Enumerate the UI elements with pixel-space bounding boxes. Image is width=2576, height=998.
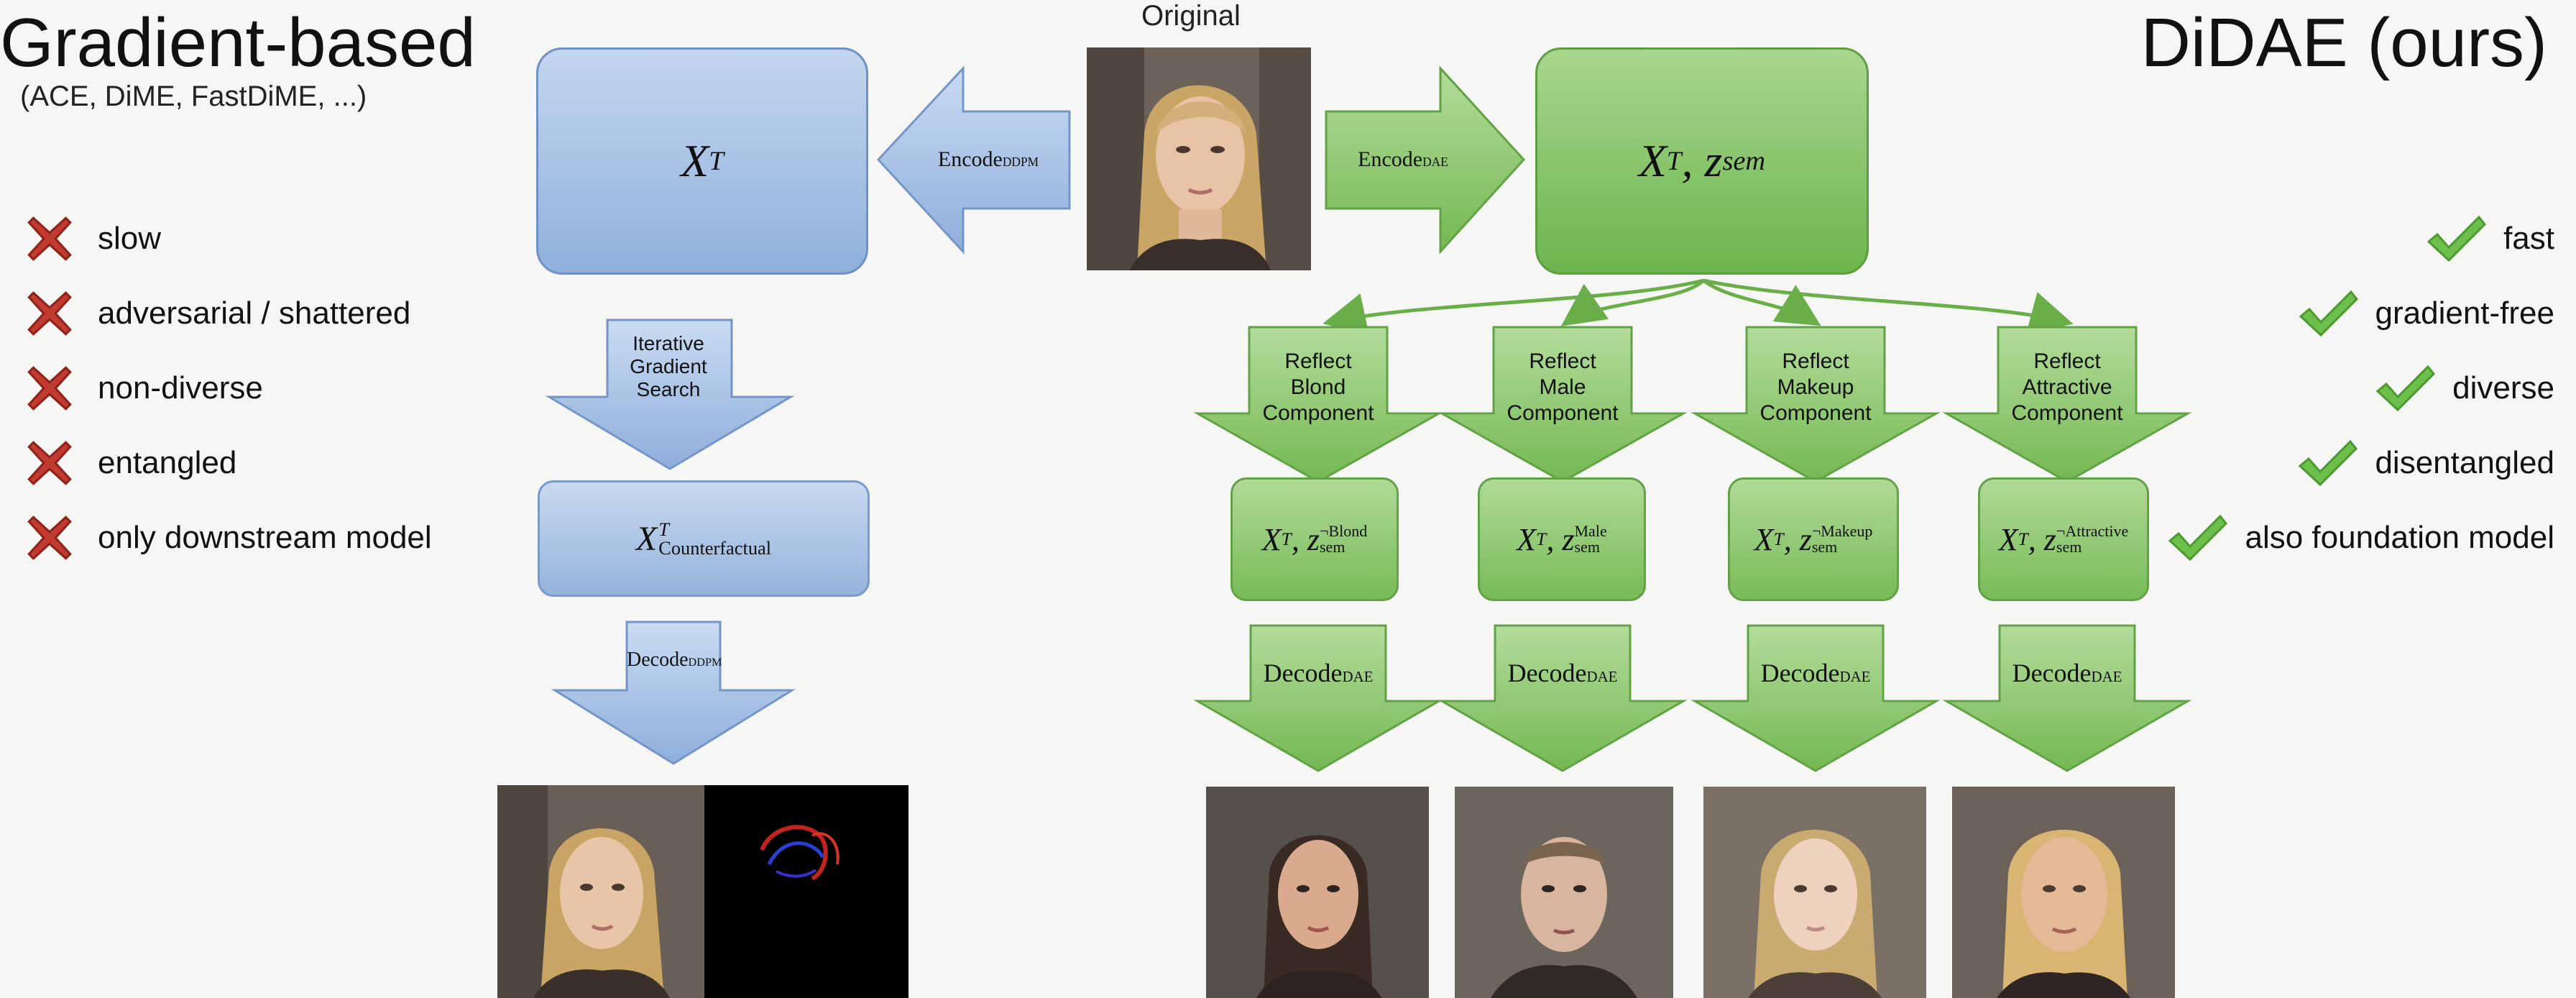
decode-arrow-1 (1193, 624, 1443, 772)
decode-dae-label-3: DecodeDAE (1760, 659, 1871, 687)
reflect-label-male: Reflect Male Component (1506, 349, 1619, 425)
con-item: only downstream model (20, 500, 432, 575)
pro-label: also foundation model (2245, 520, 2554, 555)
left-title: Gradient-based (0, 4, 476, 81)
reflect-arrow-blond (1193, 326, 1443, 483)
pro-item: also foundation model (2164, 500, 2554, 575)
con-label: non-diverse (98, 370, 263, 406)
gradient-search-label: Iterative Gradient Search (630, 332, 707, 400)
pro-label: disentangled (2375, 445, 2554, 480)
decode-dae-label-4: DecodeDAE (2012, 659, 2122, 687)
reflect-arrow-makeup (1690, 326, 1941, 483)
encode-ddpm-arrow (876, 65, 1071, 255)
right-title: DiDAE (ours) (2140, 4, 2547, 81)
check-icon (2299, 290, 2358, 337)
pro-item: disentangled (2164, 426, 2554, 500)
con-item: non-diverse (20, 351, 432, 426)
encode-dae-arrow (1325, 65, 1526, 255)
check-icon (2168, 514, 2228, 562)
con-label: entangled (98, 445, 237, 480)
reflect-arrow-male (1438, 326, 1688, 483)
original-photo (1087, 47, 1311, 270)
branch-connectors (1322, 278, 2074, 336)
output-photo-not-attractive (1952, 787, 2175, 998)
cross-icon (27, 216, 72, 261)
decode-dae-label-2: DecodeDAE (1507, 659, 1618, 687)
latent-z-sub: sem (1722, 146, 1766, 176)
con-label: only downstream model (98, 520, 432, 555)
decode-arrow-2 (1438, 624, 1688, 772)
latent-t: T (1666, 146, 1682, 176)
reflect-label-attractive: Reflect Attractive Component (2011, 349, 2123, 425)
con-item: adversarial / shattered (20, 276, 432, 351)
con-item: entangled (20, 426, 432, 500)
check-icon (2375, 365, 2436, 412)
original-label: Original (1141, 0, 1241, 32)
check-icon (2426, 215, 2487, 262)
encode-dae-label: EncodeDAE (1358, 147, 1448, 171)
counterfactual-photo (497, 785, 704, 998)
latent-x: X (681, 135, 709, 186)
gradient-search-arrow (545, 319, 795, 470)
latent-x: X (1638, 135, 1667, 186)
check-icon (2299, 439, 2358, 487)
difference-map-photo (704, 785, 908, 998)
decode-arrow-4 (1942, 624, 2192, 772)
output-photo-no-makeup (1703, 787, 1926, 998)
pro-item: gradient-free (2164, 276, 2554, 351)
left-subtitle: (ACE, DiME, FastDiME, ...) (20, 81, 367, 112)
pro-item: diverse (2164, 351, 2554, 426)
output-photo-male (1455, 787, 1673, 998)
pros-list: fast gradient-free diverse disentangled … (2164, 201, 2554, 575)
counterfactual-sub: Counterfactual (658, 537, 772, 559)
pro-label: fast (2503, 221, 2554, 256)
reflect-arrow-attractive (1942, 326, 2192, 483)
encode-ddpm-label: EncodeDDPM (937, 147, 1039, 171)
reflect-label-blond: Reflect Blond Component (1262, 349, 1374, 425)
cons-list: slow adversarial / shattered non-diverse… (20, 201, 432, 575)
reflect-label-makeup: Reflect Makeup Component (1760, 349, 1872, 425)
cross-icon (27, 516, 72, 560)
pro-label: gradient-free (2375, 296, 2554, 331)
con-label: adversarial / shattered (98, 296, 411, 331)
decode-ddpm-arrow (551, 621, 796, 765)
con-item: slow (20, 201, 432, 276)
decode-arrow-3 (1690, 624, 1941, 772)
decode-dae-label-1: DecodeDAE (1263, 659, 1374, 687)
decode-ddpm-label: DecodeDDPM (627, 649, 722, 671)
cross-icon (27, 366, 72, 411)
cross-icon (27, 441, 72, 485)
pro-label: diverse (2452, 370, 2554, 406)
cross-icon (27, 291, 72, 336)
con-label: slow (98, 221, 162, 256)
output-photo-not-blond (1206, 787, 1429, 998)
pro-item: fast (2164, 201, 2554, 276)
latent-z: , z (1681, 135, 1723, 186)
latent-t: T (709, 146, 724, 176)
